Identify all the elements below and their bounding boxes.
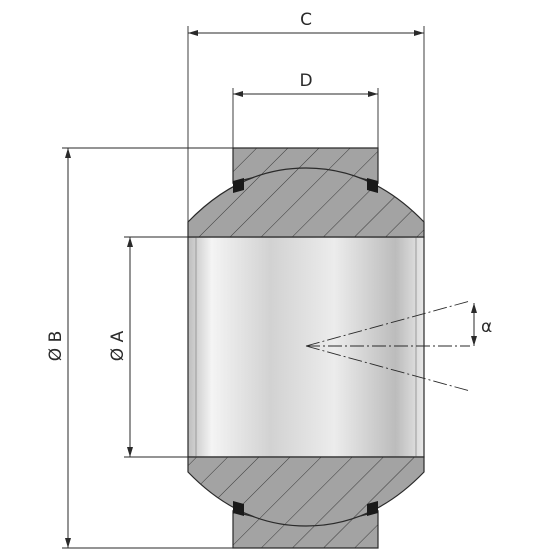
tilt-angle-label: α	[481, 317, 492, 337]
inner-ring-bottom	[187, 456, 425, 527]
dimension-bore-diameter: Ø A	[108, 237, 133, 457]
dimension-c: C	[188, 10, 424, 36]
dimension-d: D	[233, 71, 378, 97]
inner-ring-top	[187, 167, 425, 238]
dimension-outer-diameter: Ø B	[46, 148, 71, 548]
dimension-c-label: C	[300, 10, 312, 30]
dimension-d-label: D	[299, 71, 312, 91]
tilt-angle-indicator: α	[305, 300, 492, 392]
seals	[233, 178, 378, 516]
dimension-outer-diameter-label: Ø B	[46, 331, 66, 361]
bore-surface	[187, 236, 425, 458]
dimension-bore-diameter-label: Ø A	[108, 330, 128, 361]
extension-lines	[62, 26, 425, 549]
